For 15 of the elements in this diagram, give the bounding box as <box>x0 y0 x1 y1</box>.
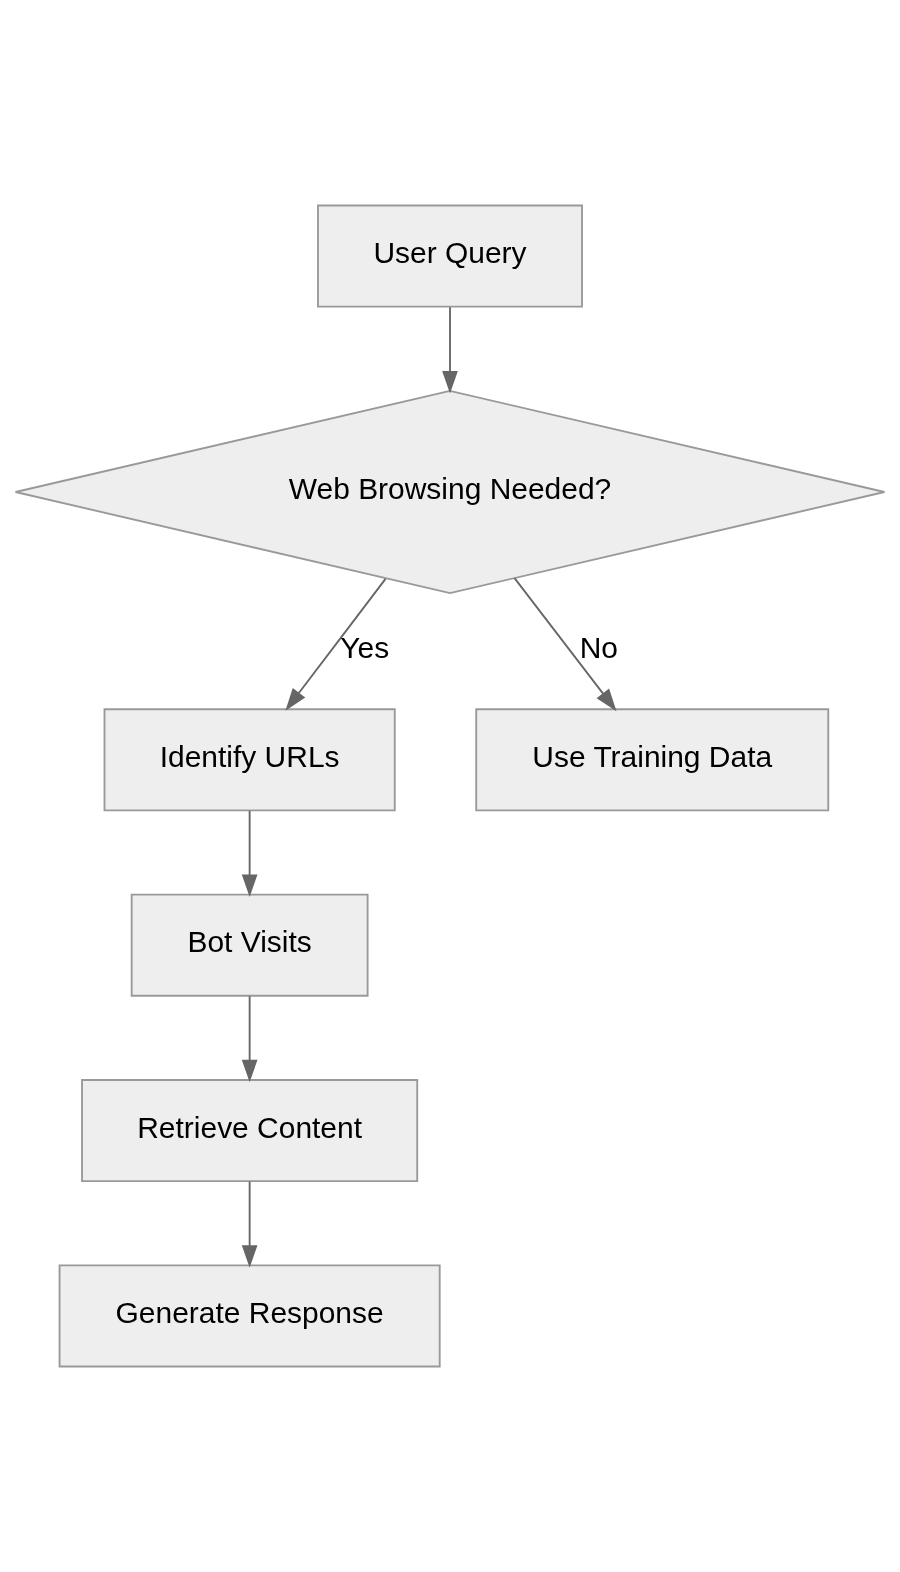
node-box: Use Training Data <box>475 708 830 812</box>
edge-label: Yes <box>340 631 390 665</box>
node-box: User Query <box>317 204 583 308</box>
arrow <box>513 577 617 712</box>
arrow <box>285 577 387 711</box>
edge-label: No <box>579 631 619 665</box>
node-box: Bot Visits <box>130 893 369 997</box>
arrow <box>442 306 458 394</box>
arrow <box>241 809 258 897</box>
arrow <box>241 1180 258 1268</box>
arrow <box>241 995 258 1083</box>
node-box: Generate Response <box>58 1264 441 1368</box>
node-box: Identify URLs <box>103 708 396 812</box>
node-diamond: Web Browsing Needed? <box>14 389 886 595</box>
node-box: Retrieve Content <box>81 1079 419 1183</box>
